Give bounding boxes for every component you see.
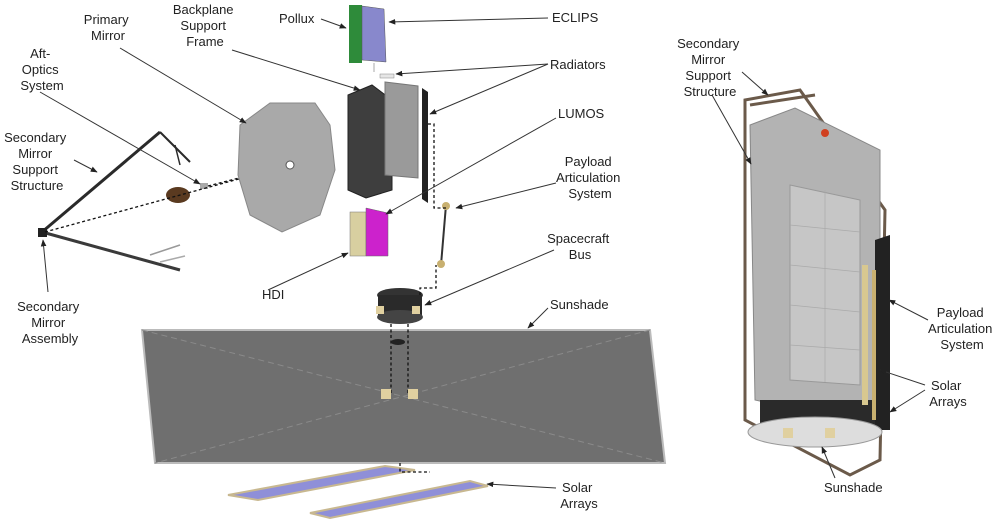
- sunshade-fitting-left: [381, 389, 391, 399]
- radiator-small: [379, 73, 395, 79]
- sunshade-left-label: Sunshade: [550, 297, 609, 312]
- radiator-panel-1: [384, 81, 419, 179]
- sunshade-fitting-right: [408, 389, 418, 399]
- hdi-instrument: [349, 211, 367, 257]
- payload-articulation-right-label: Payload Articulation System: [928, 305, 996, 352]
- aft-optics-label: Aft- Optics System: [20, 46, 63, 93]
- assembled-telescope: [743, 88, 890, 477]
- eclips-label: ECLIPS: [552, 10, 599, 25]
- spacecraft-bus-part: [376, 265, 437, 395]
- pollux-instrument: [349, 5, 362, 63]
- sunshade-layer: [140, 329, 667, 464]
- primary-mirror-label: Primary Mirror: [84, 12, 132, 43]
- lumos-instrument: [365, 207, 389, 257]
- backplane-frame: [347, 84, 393, 199]
- solar-right-label: Solar Arrays: [929, 378, 967, 409]
- spacecraft-bus-label: Spacecraft Bus: [547, 231, 613, 262]
- payload-articulation-left-part: [428, 123, 450, 268]
- radiator-panel-2: [422, 88, 428, 203]
- secondary-assembly-label: Secondary Mirror Assembly: [17, 299, 83, 346]
- hdi-label: HDI: [262, 287, 284, 302]
- backplane-label: Backplane Support Frame: [173, 2, 237, 49]
- pollux-label: Pollux: [279, 11, 315, 26]
- secondary-mirror-assembly: [38, 228, 47, 237]
- sunshade-bracket: [391, 339, 405, 345]
- sunshade-right-label: Sunshade: [824, 480, 883, 495]
- secondary-support-left-truss: [41, 130, 191, 272]
- solar-arrays-left: [227, 463, 489, 520]
- lumos-label: LUMOS: [558, 106, 605, 121]
- radiators-label: Radiators: [550, 57, 606, 72]
- secondary-support-right-label: Secondary Mirror Support Structure: [677, 36, 743, 99]
- secondary-support-left-label: Secondary Mirror Support Structure: [4, 130, 70, 193]
- leader-lines: [39, 17, 929, 489]
- aft-optics-part: [166, 183, 208, 203]
- solar-left-label: Solar Arrays: [560, 480, 598, 511]
- eclips-instrument: [361, 5, 387, 63]
- payload-articulation-left-label: Payload Articulation System: [556, 154, 624, 201]
